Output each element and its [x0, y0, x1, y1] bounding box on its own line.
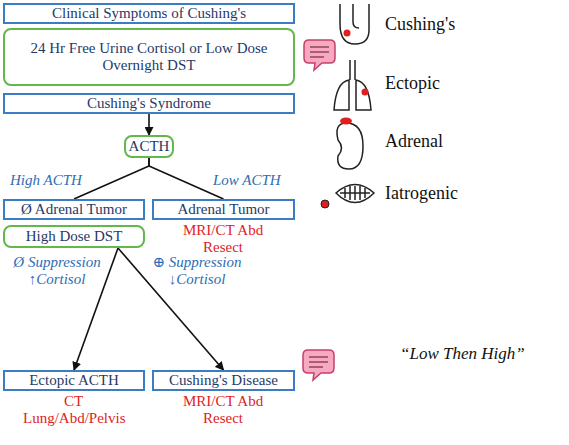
test-box: ACTH — [124, 135, 174, 158]
flow-arrow — [148, 114, 150, 135]
mouth-icon — [321, 185, 374, 209]
test-box: 24 Hr Free Urine Cortisol or Low Dose Ov… — [3, 28, 295, 86]
edge-label: ⊕ Suppression ↓Cortisol — [144, 254, 250, 288]
icon-label: Ectopic — [385, 73, 440, 93]
treatment-note: Lung/Abd/Pelvis — [23, 410, 126, 427]
node-text: Cushing's Syndrome — [83, 95, 215, 112]
test-box: High Dose DST — [3, 225, 145, 248]
treatment-note: MRI/CT Abd — [183, 393, 263, 410]
process-box: Clinical Symptoms of Cushing's — [3, 3, 295, 24]
flow-arrow — [74, 158, 149, 199]
kidney-icon — [337, 118, 363, 170]
node-text: Cushing's Disease — [165, 372, 282, 389]
flow-arrow — [149, 158, 224, 199]
node-text: ACTH — [125, 138, 174, 155]
node-text: Ø Adrenal Tumor — [17, 201, 131, 218]
treatment-note: Resect — [203, 410, 243, 427]
treatment-note: CT — [64, 393, 83, 410]
process-box: Ectopic ACTH — [3, 370, 145, 391]
edge-label: Low ACTH — [213, 172, 281, 189]
node-text: Clinical Symptoms of Cushing's — [48, 5, 250, 22]
speech-bubble — [304, 40, 335, 70]
treatment-note: Resect — [203, 239, 243, 256]
node-text: Ectopic ACTH — [25, 372, 123, 389]
process-box: Cushing's Syndrome — [3, 93, 295, 114]
treatment-note: MRI/CT Abd — [183, 222, 263, 239]
node-text: 24 Hr Free Urine Cortisol or Low Dose Ov… — [5, 40, 293, 74]
node-text: Adrenal Tumor — [173, 201, 273, 218]
pituitary-icon — [340, 4, 369, 44]
node-text: High Dose DST — [22, 228, 127, 245]
edge-label: High ACTH — [10, 172, 82, 189]
icon-label: Adrenal — [385, 131, 443, 151]
icon-label: Cushing's — [385, 14, 455, 34]
process-box: Cushing's Disease — [152, 370, 295, 391]
process-box: Adrenal Tumor — [152, 199, 295, 220]
speech-bubble — [303, 350, 334, 380]
icon-label: Iatrogenic — [385, 183, 458, 203]
mnemonic-note: “Low Then High” — [400, 344, 525, 363]
process-box: Ø Adrenal Tumor — [3, 199, 145, 220]
lungs-icon — [334, 60, 371, 110]
edge-label: Ø Suppression ↑Cortisol — [4, 254, 110, 288]
